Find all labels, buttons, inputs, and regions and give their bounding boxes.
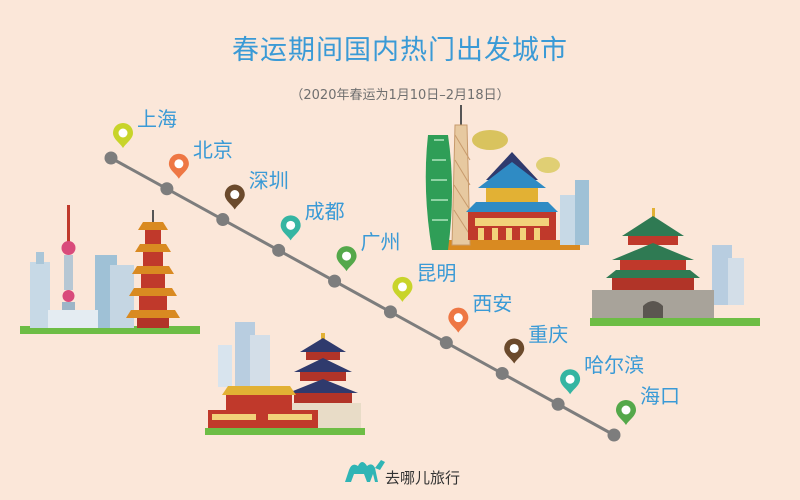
page-subtitle: （2020年春运为1月10日–2月18日） [290,88,510,103]
city-label: 海口 [640,384,680,408]
route-stop-dot [607,428,621,442]
location-pin-hole [286,220,296,230]
city-label: 重庆 [528,322,568,346]
beijing-temple-illustration [205,322,365,435]
route-stop-dot [272,243,286,257]
route-stop-dot [104,151,118,165]
city-label: 北京 [193,138,233,162]
city-label: 成都 [305,199,345,223]
city-label: 哈尔滨 [584,353,644,377]
route-stop-dot [551,397,565,411]
route-line [109,156,616,437]
location-pin-hole [230,190,240,200]
shanghai-skyline-illustration [20,205,200,334]
page-title: 春运期间国内热门出发城市 [232,35,568,66]
route-stop-dot [439,336,453,350]
location-pin-hole [397,282,407,292]
location-pin-hole [565,374,575,384]
city-label: 深圳 [249,169,289,193]
brand-name: 去哪儿旅行 [385,469,461,487]
location-pin-hole [342,251,352,261]
city-label: 昆明 [416,261,456,285]
route-stop-dot [328,274,342,288]
city-label: 广州 [361,230,401,254]
route-stop-dot [160,182,174,196]
location-pin-hole [509,343,519,353]
xian-bell-tower-illustration [590,208,760,326]
location-pin-hole [453,313,463,323]
route-stop-dot [495,366,509,380]
guangzhou-landmark-illustration [425,105,589,250]
route-stop-dot [383,305,397,319]
location-pin-hole [174,159,184,169]
location-pin-hole [118,128,128,138]
camel-logo-icon [345,460,385,482]
location-pin-hole [621,405,631,415]
city-label: 西安 [472,292,512,316]
city-label: 上海 [137,107,177,131]
route-stop-dot [216,213,230,227]
